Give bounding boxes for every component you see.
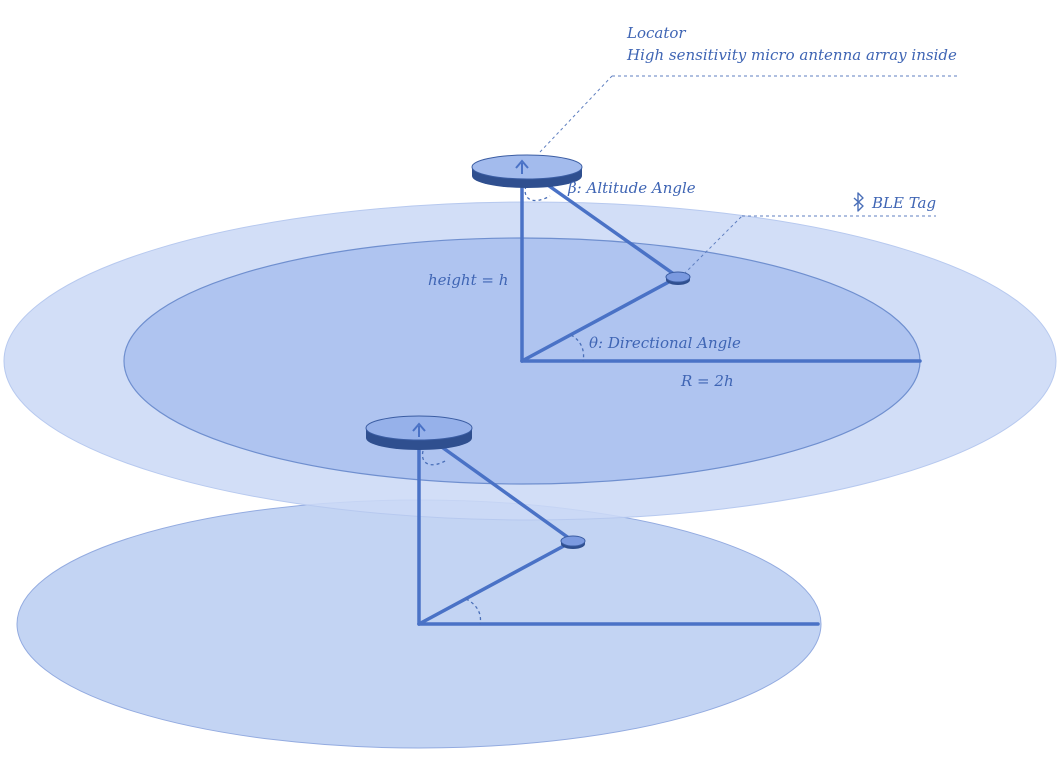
bluetooth-icon <box>853 192 864 212</box>
upper-altitude-angle-arc <box>524 185 551 202</box>
lower-locator-to-tag-line <box>430 438 575 543</box>
lower-altitude-angle-arc <box>421 450 448 466</box>
lower-locator-arrowhead <box>412 422 426 432</box>
height-label: height = h <box>428 271 508 289</box>
upper-ground-to-tag-line <box>520 275 680 363</box>
upper-ble-tag <box>665 271 691 285</box>
upper-locator-disc <box>471 154 583 188</box>
directional-angle-label: θ: Directional Angle <box>589 334 741 352</box>
radius-label: R = 2h <box>680 372 734 390</box>
upper-locator-arrowhead <box>515 159 529 169</box>
locator-description: High sensitivity micro antenna array ins… <box>626 46 957 64</box>
lower-ble-tag <box>560 535 586 549</box>
upper-locator-to-tag-line <box>533 174 680 279</box>
ble-tag-label: BLE Tag <box>871 194 936 212</box>
upper-directional-angle-arc <box>570 334 585 362</box>
locator-leader-line <box>539 75 613 153</box>
ble-tag-leader-line <box>683 215 743 275</box>
altitude-angle-label: β: Altitude Angle <box>567 179 696 197</box>
locator-title: Locator <box>626 24 686 42</box>
lower-ground-to-tag-line <box>417 539 575 626</box>
